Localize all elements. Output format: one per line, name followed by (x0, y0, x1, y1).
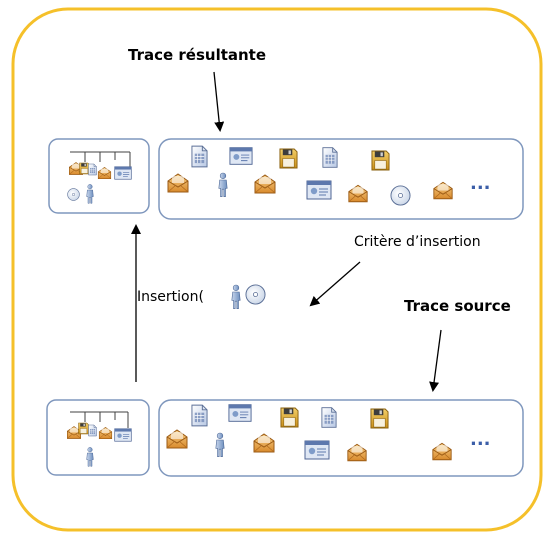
cd-icon (245, 284, 266, 305)
cd-icon (390, 185, 411, 206)
cd-icon (67, 188, 80, 201)
resulting-trace-label: Trace résultante (128, 46, 267, 64)
source-trace-summary-box (46, 399, 150, 476)
arrow-to-resulting-trace (213, 71, 225, 132)
document-icon (322, 147, 338, 168)
disk-icon (78, 422, 89, 435)
document-icon (88, 424, 97, 437)
document-icon (191, 404, 208, 427)
disk-icon (280, 407, 299, 428)
slide-icon (304, 440, 330, 460)
slide-icon (114, 428, 132, 442)
source-trace-ellipsis: ... (470, 429, 491, 450)
outer-frame (11, 7, 543, 532)
slide-icon (114, 166, 132, 180)
document-icon (321, 407, 337, 428)
source-trace-box (158, 399, 524, 477)
arrow-criterion (309, 261, 361, 307)
document-icon (88, 163, 97, 176)
person-icon (231, 284, 241, 310)
insertion-criterion-label: Critère d’insertion (354, 234, 481, 250)
disk-icon (279, 148, 298, 169)
resulting-trace-summary-box (48, 138, 150, 214)
source-trace-label: Trace source (404, 297, 511, 315)
arrow-to-source-trace (429, 329, 442, 392)
slide-icon (229, 147, 253, 165)
disk-icon (371, 150, 390, 171)
insertion-label: Insertion( (137, 289, 204, 305)
disk-icon (79, 162, 90, 175)
resulting-trace-ellipsis: ... (470, 173, 491, 194)
disk-icon (370, 408, 389, 429)
slide-icon (228, 404, 252, 422)
slide-icon (306, 180, 332, 200)
document-icon (191, 145, 208, 168)
resulting-trace-box (158, 138, 524, 220)
